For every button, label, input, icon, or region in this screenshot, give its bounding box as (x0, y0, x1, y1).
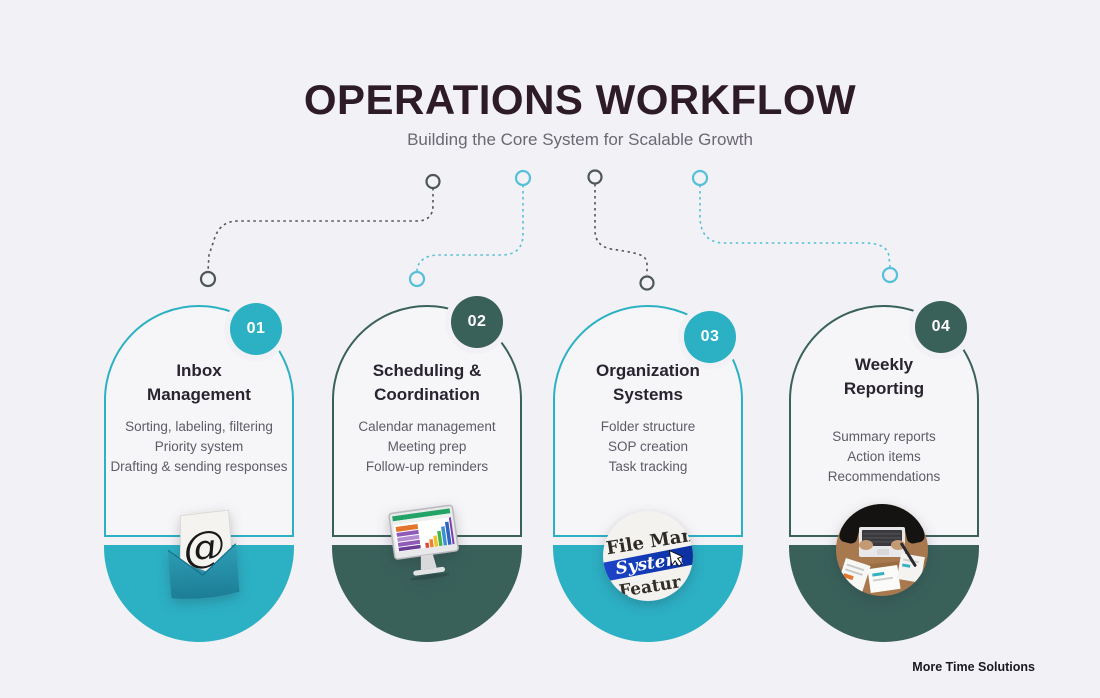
connector-2-line (416, 185, 524, 272)
email-envelope-image: @ (156, 503, 248, 603)
connector-4-end-node (881, 266, 899, 284)
step-number: 02 (467, 313, 487, 330)
card-item: Priority system (154, 439, 244, 454)
card-item: Sorting, labeling, filtering (125, 419, 273, 434)
connector-4-start-node (691, 169, 709, 187)
page-title: OPERATIONS WORKFLOW (303, 76, 857, 123)
connector-lines (199, 169, 899, 291)
card-item: Summary reports (832, 429, 936, 444)
connector-3-end-node (639, 275, 655, 291)
connector-1-start-node (425, 173, 441, 190)
card-organization-systems: 03 Organization Systems Folder structure… (553, 305, 743, 655)
card-items: Summary reports Action items Recommendat… (793, 427, 975, 487)
connector-4-line (699, 185, 891, 268)
card-item: Calendar management (358, 419, 496, 434)
card-title: Organization Systems (596, 361, 700, 404)
laptop-workspace-image (835, 503, 929, 597)
file-system-text-image: File Man System Featur (602, 510, 694, 602)
cursor-arrow-icon (668, 549, 684, 568)
card-item: Drafting & sending responses (110, 459, 288, 474)
card-item: Follow-up reminders (365, 459, 489, 474)
connector-1-end-node (199, 270, 217, 288)
card-title: Weekly Reporting (843, 355, 925, 398)
card-item: Folder structure (600, 419, 696, 434)
card-scheduling-coordination: 02 Scheduling & Coordination Calendar ma… (332, 296, 522, 655)
card-item: Task tracking (608, 459, 688, 474)
connector-2-start-node (514, 169, 532, 187)
card-inbox-management: 01 Inbox Management Sorting, labeling, f… (104, 303, 294, 655)
connector-1-line (207, 188, 434, 272)
card-items: Calendar management Meeting prep Follow-… (336, 417, 518, 477)
step-number-badge: 01 (230, 303, 282, 355)
card-items: Sorting, labeling, filtering Priority sy… (108, 417, 290, 477)
connector-2-end-node (408, 270, 426, 288)
card-title: Scheduling & Coordination (372, 361, 482, 404)
step-number: 04 (931, 318, 951, 335)
card-item: SOP creation (607, 439, 689, 454)
step-number-badge: 04 (915, 301, 967, 353)
step-number: 03 (700, 328, 720, 345)
card-item: Meeting prep (387, 439, 467, 454)
card-weekly-reporting: 04 Weekly Reporting Summary reports Acti… (789, 301, 979, 655)
connector-3-start-node (587, 169, 603, 185)
step-number: 01 (246, 320, 266, 337)
card-item: Recommendations (827, 469, 941, 484)
card-item: Action items (847, 449, 921, 464)
connector-3-line (594, 184, 648, 275)
step-number-badge: 03 (684, 311, 736, 363)
page-subtitle: Building the Core System for Scalable Gr… (407, 130, 753, 149)
step-number-badge: 02 (451, 296, 503, 348)
card-title: Inbox Management (147, 361, 251, 404)
card-items: Folder structure SOP creation Task track… (557, 417, 739, 477)
spreadsheet-monitor-image (376, 503, 476, 595)
brand-footer: More Time Solutions (912, 660, 1035, 674)
